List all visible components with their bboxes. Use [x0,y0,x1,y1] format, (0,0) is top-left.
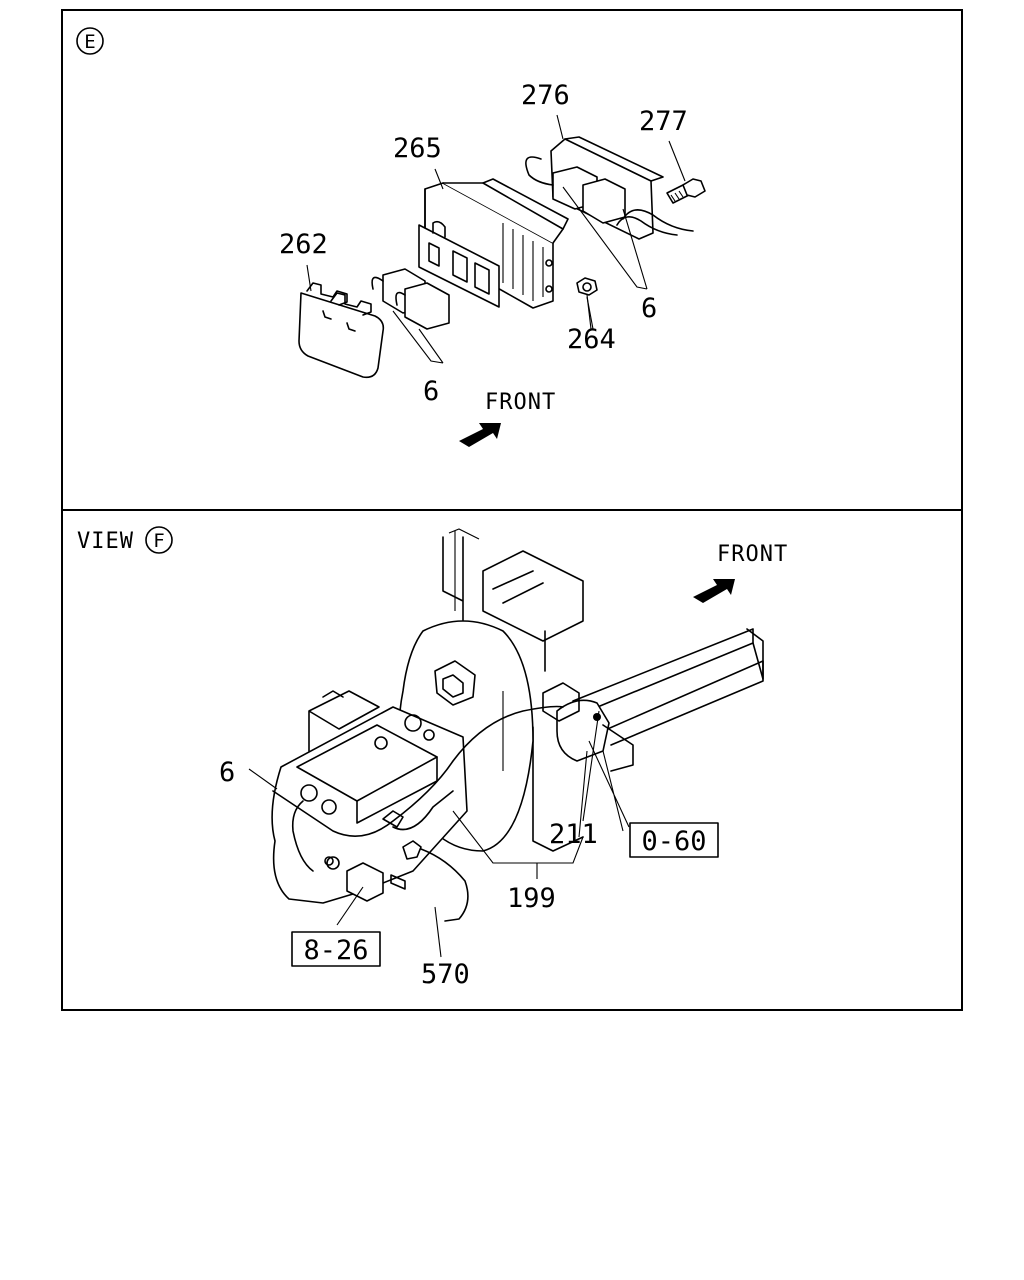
front-arrow-icon [459,423,501,447]
part-number-264: 264 [567,324,616,355]
circled-letter-icon: F [145,526,173,554]
part-number-265: 265 [393,133,442,164]
view-e-diagram: E [76,27,706,447]
control-unit-drawing [418,178,569,309]
part-number-277: 277 [639,106,688,137]
part-number-262: 262 [279,229,328,260]
view-f-diagram: VIEW F FRONT [77,526,788,990]
view-e-panel: E [61,9,963,511]
part-number-570: 570 [421,959,470,990]
circled-letter-icon: E [76,27,104,55]
reference-0-60-text: 0-60 [641,826,706,857]
part-number-199: 199 [507,883,556,914]
part-number-6: 6 [219,757,235,788]
part-number-6-left: 6 [423,376,439,407]
view-label: VIEW [77,529,134,554]
part-number-211: 211 [549,819,598,850]
front-label: FRONT [485,390,556,415]
part-number-276: 276 [521,80,570,111]
nut-drawing [576,277,598,330]
cover-drawing [525,114,694,290]
reference-box-8-26[interactable]: 8-26 [291,931,381,967]
harness-wiring-drawing [272,705,564,922]
front-arrow-icon [693,579,735,603]
harness-connector-left-drawing [371,268,450,364]
bracket-plate-drawing [298,282,385,379]
front-label-f: FRONT [717,542,788,567]
view-e-marker: E [84,31,95,53]
view-f-panel: VIEW F FRONT [61,509,963,1011]
bolt-drawing [666,140,706,204]
view-f-marker: F [153,530,164,552]
reference-box-0-60[interactable]: 0-60 [629,822,719,858]
reference-8-26-text: 8-26 [303,935,368,966]
part-number-6-right: 6 [641,293,657,324]
chassis-frame-drawing [442,528,764,852]
starter-drawing [542,682,634,772]
